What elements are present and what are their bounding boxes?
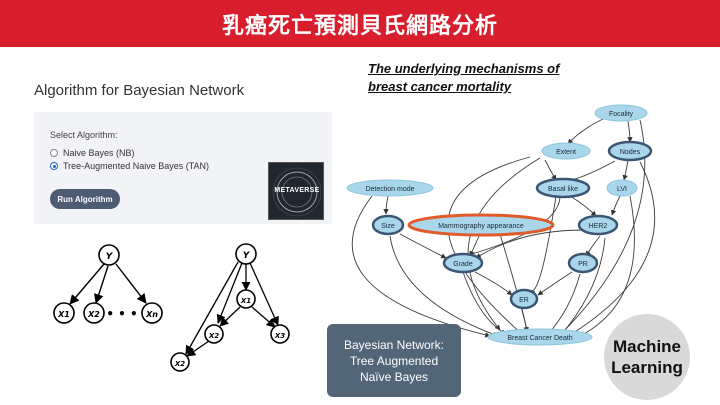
logo-text: METAVERSE <box>274 187 320 194</box>
svg-text:X2: X2 <box>208 332 219 340</box>
nb-edges <box>69 263 147 305</box>
node-basal-like: Basal like <box>535 177 591 199</box>
node-extent: Extent <box>541 142 591 160</box>
mechanism-title: The underlying mechanisms of breast canc… <box>368 60 559 96</box>
tan-edges <box>185 261 279 357</box>
radio-naive-bayes-circle[interactable] <box>50 149 58 157</box>
svg-text:Detection mode: Detection mode <box>365 186 414 193</box>
nb-node-xn: Xn <box>141 302 163 324</box>
svg-text:LVI: LVI <box>617 186 627 193</box>
svg-text:Focality: Focality <box>609 111 634 118</box>
machine-learning-badge: Machine Learning <box>604 314 690 400</box>
svg-text:Xn: Xn <box>145 310 158 319</box>
radio-tan-label: Tree-Augmented Naive Bayes (TAN) <box>63 161 210 171</box>
tan-caption-line1: Bayesian Network: <box>343 338 445 352</box>
metaverse-logo: METAVERSE <box>268 162 324 220</box>
radio-tan[interactable]: Tree-Augmented Naive Bayes (TAN) <box>50 161 209 171</box>
svg-text:Breast Cancer Death: Breast Cancer Death <box>507 335 572 342</box>
node-detection-mode: Detection mode <box>346 179 434 197</box>
tan-caption-box: Bayesian Network: Tree Augmented Naïve B… <box>327 324 461 397</box>
node-breast-cancer-death: Breast Cancer Death <box>487 328 593 346</box>
node-size: Size <box>371 214 405 236</box>
radio-naive-bayes-label: Naive Bayes (NB) <box>63 148 135 158</box>
svg-text:Size: Size <box>381 223 395 230</box>
title-banner: 乳癌死亡預測貝氏網路分析 <box>0 0 720 47</box>
ml-badge-line2: Learning <box>611 358 683 377</box>
naive-bayes-diagram: Y X1 X2 • • • Xn <box>53 244 163 324</box>
svg-text:Y: Y <box>243 251 251 261</box>
nb-node-x1: X1 <box>53 302 75 324</box>
radio-tan-circle[interactable] <box>50 162 58 170</box>
svg-text:X2: X2 <box>87 310 100 319</box>
tan-caption-line3: Naïve Bayes <box>359 370 429 384</box>
run-algorithm-button[interactable]: Run Algorithm <box>50 189 120 209</box>
mechanism-title-line1: The underlying mechanisms of <box>368 61 560 76</box>
svg-text:Mammography appearance: Mammography appearance <box>438 223 524 230</box>
svg-text:X1: X1 <box>57 310 70 319</box>
node-er: ER <box>509 288 539 310</box>
mechanism-title-line2: breast cancer mortality <box>368 79 512 94</box>
tan-node-x3: X3 <box>270 324 290 344</box>
svg-text:Nodes: Nodes <box>620 149 641 156</box>
ml-badge-line1: Machine <box>612 337 682 356</box>
svg-text:Extent: Extent <box>556 149 576 156</box>
node-mammography: Mammography appearance <box>407 213 555 237</box>
node-grade: Grade <box>442 252 484 274</box>
node-pr: PR <box>567 252 599 274</box>
svg-text:X1: X1 <box>240 297 251 305</box>
tan-node-xb: X2 <box>170 352 190 372</box>
node-lvi: LVI <box>606 179 638 197</box>
node-nodes: Nodes <box>607 140 653 162</box>
node-focality: Focality <box>594 104 648 122</box>
radio-naive-bayes[interactable]: Naive Bayes (NB) <box>50 148 135 158</box>
svg-text:ER: ER <box>519 297 529 304</box>
tan-node-y: Y <box>235 243 257 265</box>
nb-ellipsis: • • • <box>106 307 137 321</box>
tan-diagram: Y X1 X2 X3 X2 <box>170 243 290 372</box>
svg-text:HER2: HER2 <box>589 223 608 230</box>
select-algorithm-label: Select Algorithm: <box>50 130 118 140</box>
svg-text:X2: X2 <box>174 360 185 368</box>
svg-text:PR: PR <box>578 261 588 268</box>
tan-caption-line2: Tree Augmented <box>349 354 439 368</box>
svg-text:X3: X3 <box>274 332 285 340</box>
nb-node-y: Y <box>98 244 120 266</box>
algorithm-panel-title: Algorithm for Bayesian Network <box>34 82 245 99</box>
svg-text:Y: Y <box>106 252 114 262</box>
node-her2: HER2 <box>577 214 619 236</box>
mechanism-network: Focality Extent Nodes Detection mode Bas… <box>346 104 656 346</box>
svg-text:Basal like: Basal like <box>548 186 578 193</box>
svg-text:Grade: Grade <box>453 261 473 268</box>
banner-title: 乳癌死亡預測貝氏網路分析 <box>221 13 498 39</box>
tan-node-x1: X1 <box>236 289 256 309</box>
tan-node-x2: X2 <box>204 324 224 344</box>
nb-node-x2: X2 <box>83 302 105 324</box>
